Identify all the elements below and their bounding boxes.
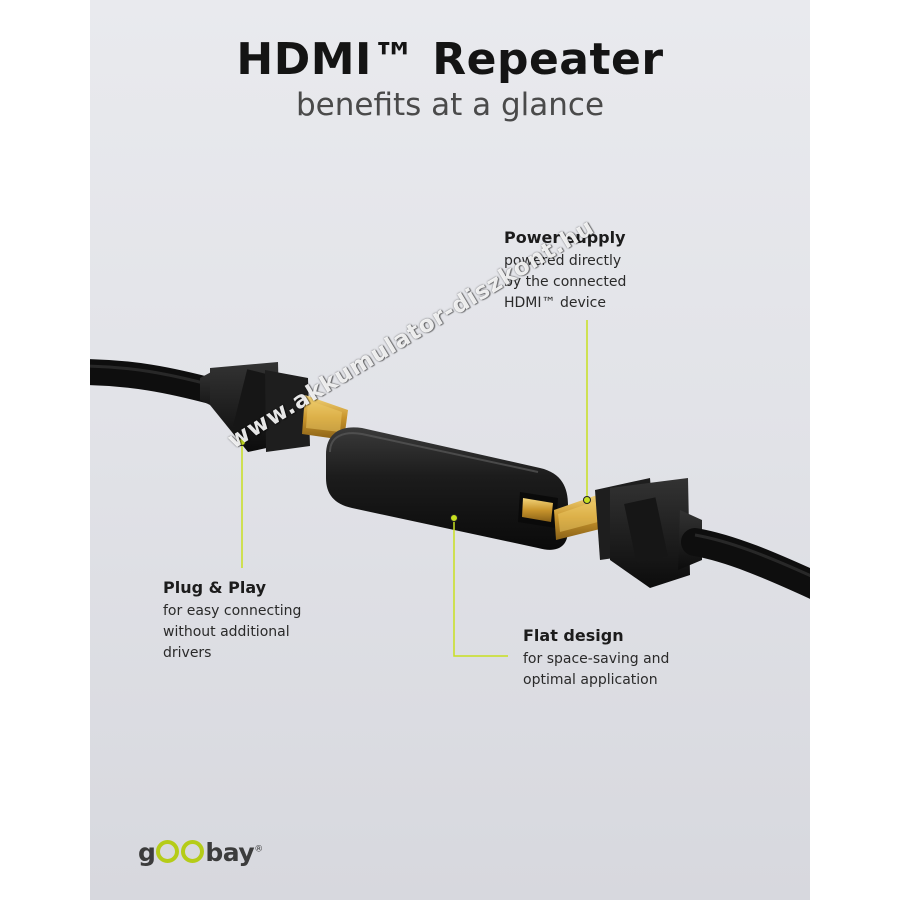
callout-flat-design: Flat design for space-saving and optimal…: [523, 626, 669, 691]
callout-flat-line: optimal application: [523, 672, 658, 688]
right-hdmi-cable: [554, 478, 810, 599]
callout-line-plug: [238, 438, 246, 568]
page-title: HDMI™ Repeater: [236, 34, 664, 85]
callout-power-line: HDMI™ device: [504, 295, 606, 311]
callout-plug-line: drivers: [163, 645, 212, 661]
callout-line-flat: [450, 514, 508, 657]
product-illustration: [90, 320, 810, 657]
left-hdmi-cable: [90, 359, 348, 452]
callout-flat-line: for space-saving and: [523, 651, 670, 667]
logo-prefix: g: [138, 838, 156, 867]
callout-power-line: by the connected: [504, 274, 627, 290]
callout-power-title: Power supply: [504, 228, 626, 247]
logo-ring-icon: [181, 840, 205, 863]
callout-plug-line: for easy connecting: [163, 603, 302, 619]
logo-suffix: bay: [205, 838, 255, 867]
callout-line-power: [583, 320, 591, 504]
page-subtitle: benefits at a glance: [295, 87, 605, 123]
repeater-adapter: [326, 427, 568, 550]
callout-plug-and-play: Plug & Play for easy connecting without …: [163, 578, 301, 664]
logo-registered-mark: ®: [254, 844, 263, 855]
logo-ring-icon: [156, 840, 180, 863]
goobay-logo: g bay®: [138, 838, 263, 867]
callout-plug-title: Plug & Play: [163, 578, 267, 597]
callout-power-supply: Power supply powered directly by the con…: [504, 228, 626, 314]
product-banner: HDMI™ Repeater benefits at a glance: [90, 0, 810, 900]
callout-plug-line: without additional: [163, 624, 290, 640]
callout-power-line: powered directly: [504, 253, 622, 269]
callout-flat-title: Flat design: [523, 626, 624, 645]
